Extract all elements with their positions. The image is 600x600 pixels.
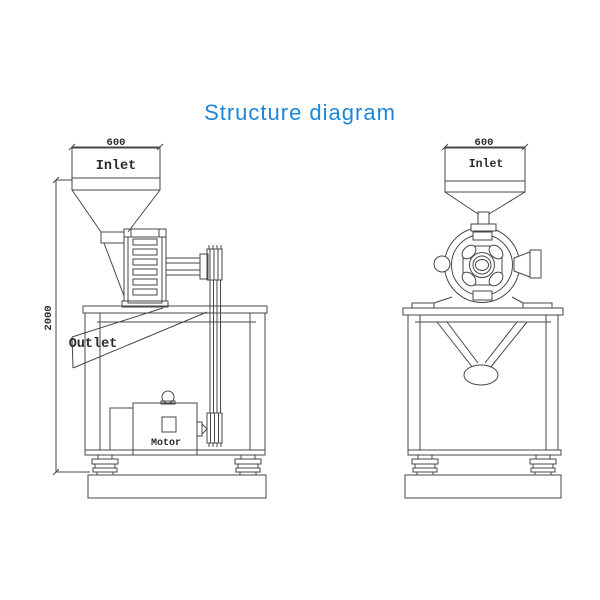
top-clamp xyxy=(472,231,493,241)
discharge-cone xyxy=(436,321,528,386)
feed-neck xyxy=(477,211,490,226)
belt xyxy=(209,280,221,413)
front-hopper xyxy=(71,147,161,297)
outlet-label: Outlet xyxy=(69,337,118,352)
motor-pulley xyxy=(206,412,223,447)
height-dimension xyxy=(52,176,90,476)
grinding-drum xyxy=(121,228,169,308)
side-spout xyxy=(513,251,531,278)
top-pulley xyxy=(206,245,223,281)
adjustable-foot xyxy=(91,454,119,476)
side-view: 600 Inlet xyxy=(402,137,564,499)
side-hopper xyxy=(444,147,526,215)
side-inlet-label: Inlet xyxy=(469,158,504,171)
outlet-chute xyxy=(71,307,208,369)
drive-shaft xyxy=(166,253,209,280)
front-width-dimension xyxy=(68,143,164,151)
front-view: 600 Inlet xyxy=(43,137,268,499)
motor xyxy=(109,390,208,456)
bottom-clamp xyxy=(472,290,493,301)
side-width-dimension xyxy=(441,143,529,151)
adjustable-foot xyxy=(529,454,557,476)
side-frame xyxy=(402,307,564,499)
adjustable-foot xyxy=(411,454,439,476)
front-inlet-label: Inlet xyxy=(96,159,137,174)
front-width-dimension-text: 600 xyxy=(107,137,126,149)
side-width-dimension-text: 600 xyxy=(475,137,494,149)
side-knob xyxy=(433,255,451,273)
motor-label: Motor xyxy=(151,438,181,449)
front-frame xyxy=(82,305,268,499)
diagram-title: Structure diagram xyxy=(204,100,396,125)
height-dimension-text: 2000 xyxy=(43,305,55,330)
grinder-head xyxy=(411,211,553,309)
adjustable-foot xyxy=(234,454,262,476)
